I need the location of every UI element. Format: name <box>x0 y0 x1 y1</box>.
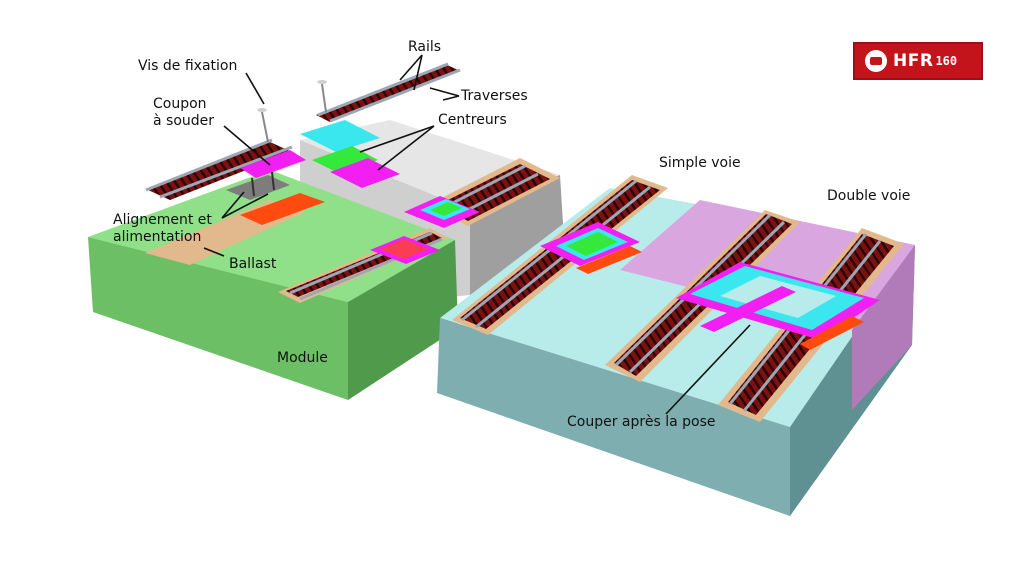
label-ballast: Ballast <box>229 256 277 272</box>
label-alignement-line2: alimentation <box>113 229 201 245</box>
label-coupon-line1: Coupon <box>153 96 207 112</box>
double-track-module <box>437 175 915 516</box>
label-rails: Rails <box>408 39 441 55</box>
label-traverses: Traverses <box>460 88 528 104</box>
label-simple-voie: Simple voie <box>659 155 741 171</box>
leader-lines <box>203 54 751 415</box>
label-centreurs: Centreurs <box>438 112 507 128</box>
logo-text: HFR <box>893 51 934 71</box>
label-couper-apres-la-pose: Couper après la pose <box>567 414 715 430</box>
label-alignement-line1: Alignement et <box>113 212 212 228</box>
label-vis-de-fixation: Vis de fixation <box>138 58 237 74</box>
label-double-voie: Double voie <box>827 188 910 204</box>
logo-subtext: 160 <box>935 54 958 68</box>
hfr160-logo: HFR 160 <box>853 42 983 80</box>
train-icon <box>865 50 887 72</box>
label-module: Module <box>277 350 328 366</box>
green-module <box>88 170 458 400</box>
label-coupon-line2: à souder <box>153 113 214 129</box>
